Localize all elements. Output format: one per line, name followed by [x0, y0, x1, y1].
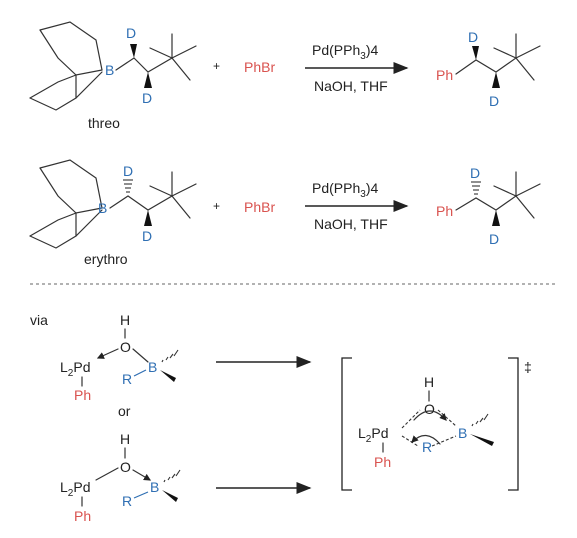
curved-arrow: [413, 410, 447, 421]
hydrogen-atom: H: [424, 374, 434, 390]
catalyst-prefix: Pd(PPh: [312, 42, 360, 58]
oxygen-atom: O: [120, 459, 131, 475]
phenyl-label: Ph: [436, 67, 453, 83]
deuterium-label: D: [489, 93, 499, 109]
deuterium-label: D: [489, 231, 499, 247]
phenyl-label: Ph: [374, 454, 391, 470]
catalyst-suffix: )4: [366, 42, 379, 58]
bbn-cage-erythro: [29, 159, 103, 249]
hydrogen-atom: H: [120, 431, 130, 447]
conditions-label: NaOH, THF: [314, 78, 388, 94]
pd-ligand-prefix: L: [358, 425, 366, 441]
deuterium-label: D: [123, 163, 133, 179]
reagent-phbr: PhBr: [244, 199, 275, 215]
oxygen-atom: O: [424, 401, 435, 417]
r-group: R: [122, 493, 132, 509]
boron-atom: B: [148, 359, 157, 375]
deuterium-label: D: [142, 228, 152, 244]
pd-ligand-subscript: 2: [366, 434, 372, 445]
phenyl-label: Ph: [74, 508, 91, 524]
hashed-bond: [471, 181, 481, 195]
catalyst-subscript: 3: [360, 189, 366, 200]
pd-metal: Pd: [371, 425, 388, 441]
palladium-complex: L2Pd: [358, 425, 388, 445]
intermediate-lower: H O L2Pd Ph B R: [60, 431, 181, 524]
deuterium-label: D: [142, 90, 152, 106]
right-bracket: [508, 357, 519, 491]
catalyst-label: Pd(PPh3)4: [312, 180, 378, 200]
r-group: R: [122, 371, 132, 387]
hashed-bond: [471, 413, 489, 427]
deuterium-label: D: [470, 165, 480, 181]
phenyl-label: Ph: [436, 203, 453, 219]
reagent-phbr: PhBr: [244, 59, 275, 75]
hashed-bond: [123, 179, 133, 193]
palladium-complex: L2Pd: [60, 479, 90, 499]
threo-reaction: B D D + PhBr Pd(PPh3)4 NaOH, THF Ph D D …: [29, 21, 541, 131]
boron-atom: B: [98, 200, 107, 216]
deuterium-label: D: [126, 25, 136, 41]
pd-ligand-subscript: 2: [68, 368, 74, 379]
catalyst-subscript: 3: [360, 51, 366, 62]
via-label: via: [30, 312, 48, 328]
boron-atom: B: [458, 425, 467, 441]
intermediate-upper: H O L2Pd Ph B R: [60, 312, 179, 403]
hashed-bond: [161, 349, 179, 363]
or-label: or: [118, 403, 131, 419]
pd-ligand-prefix: L: [60, 479, 68, 495]
stereo-label-erythro: erythro: [84, 251, 128, 267]
phenyl-label: Ph: [74, 387, 91, 403]
pd-metal: Pd: [73, 359, 90, 375]
mechanism-section: via H O L2Pd Ph B R or H: [30, 312, 532, 524]
erythro-reaction: B D D + PhBr Pd(PPh3)4 NaOH, THF Ph: [29, 159, 541, 267]
pd-ligand-prefix: L: [60, 359, 68, 375]
left-bracket: [341, 357, 352, 491]
hydrogen-atom: H: [120, 312, 130, 328]
plus-sign: +: [213, 59, 220, 73]
plus-sign: +: [213, 199, 220, 213]
hashed-bond: [163, 469, 181, 483]
conditions-label: NaOH, THF: [314, 216, 388, 232]
oxygen-atom: O: [120, 339, 131, 355]
curved-arrow: [411, 434, 441, 445]
pd-metal: Pd: [73, 479, 90, 495]
boron-atom: B: [150, 479, 159, 495]
pd-ligand-subscript: 2: [68, 488, 74, 499]
catalyst-prefix: Pd(PPh: [312, 180, 360, 196]
transition-state: ‡ H O L2Pd Ph B R: [341, 357, 532, 491]
stereo-label-threo: threo: [88, 115, 120, 131]
double-dagger: ‡: [524, 359, 532, 375]
boron-atom: B: [105, 62, 114, 78]
catalyst-label: Pd(PPh3)4: [312, 42, 378, 62]
bbn-cage-threo: [29, 21, 103, 111]
deuterium-label: D: [468, 29, 478, 45]
palladium-complex: L2Pd: [60, 359, 90, 379]
r-group: R: [422, 439, 432, 455]
catalyst-suffix: )4: [366, 180, 379, 196]
